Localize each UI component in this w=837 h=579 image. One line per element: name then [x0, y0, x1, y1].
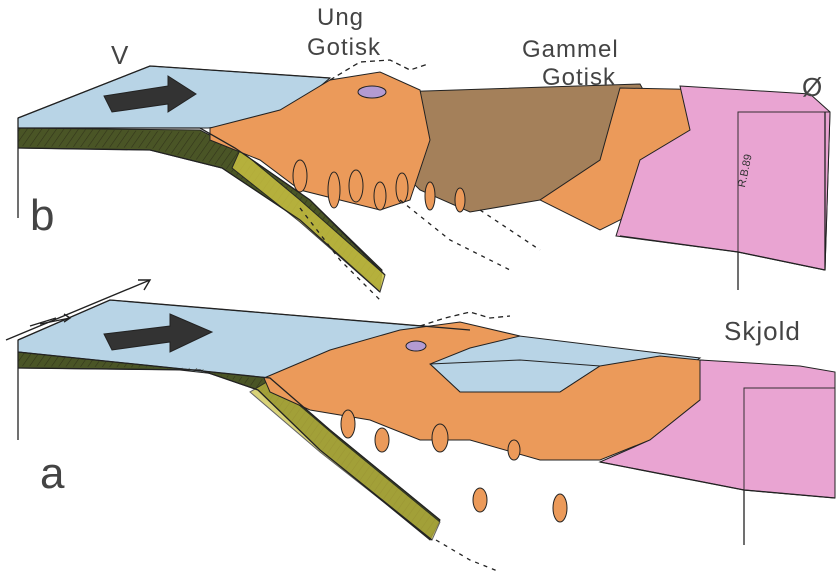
label-shield: Skjold [724, 318, 801, 344]
panel-a-volcano [406, 341, 426, 351]
label-young-gothian-line1: Ung [317, 6, 364, 30]
label-young-gothian-line2: Gotisk [307, 36, 381, 60]
label-panel-b: b [30, 194, 55, 238]
label-east: Ø [802, 74, 823, 100]
panel-b-block [18, 60, 830, 300]
label-west: V [111, 42, 129, 68]
label-old-gothian-line1: Gammel [522, 38, 619, 62]
panel-a-block [6, 280, 835, 572]
panel-b-volcano [358, 86, 386, 98]
label-old-gothian-line2: Gotisk [542, 66, 616, 90]
panel-b-shield-side [738, 112, 830, 270]
panel-a-shield-side [744, 388, 835, 498]
label-panel-a: a [40, 452, 65, 496]
